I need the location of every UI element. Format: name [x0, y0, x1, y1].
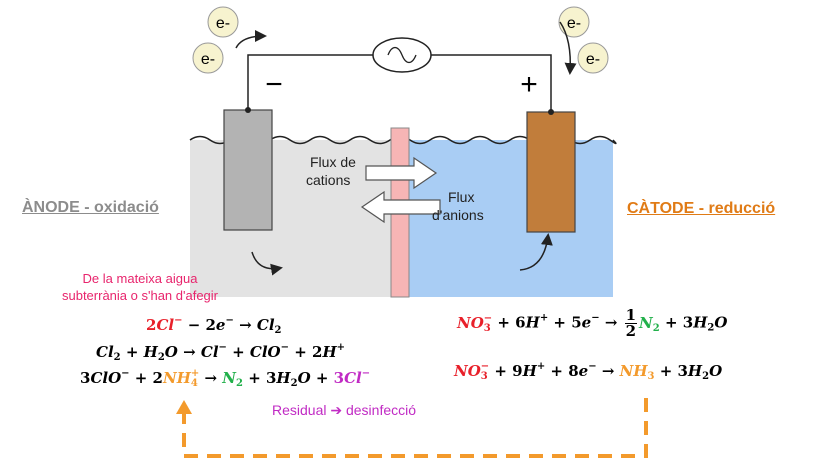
cathode-equation-2: NO−3 + 9H+ + 8e− → NH3 + 3H2O	[454, 361, 723, 382]
product-flow-arrow	[519, 233, 553, 271]
electron-icon: e-	[577, 42, 609, 74]
anode-equation-1: 2Cl− − 2e− → Cl2	[146, 315, 282, 336]
svg-text:e-: e-	[567, 15, 581, 32]
plus-sign: +	[520, 68, 538, 101]
anode-note: De la mateixa aigua subterrània o s'han …	[61, 271, 218, 303]
minus-sign: −	[265, 68, 283, 101]
anode-equation-3: 3ClO− + 2NH+4 → N2 + 3H2O + 3Cl−	[80, 368, 371, 389]
cathode-electrode	[526, 111, 576, 233]
anode-equation-2: Cl2 + H2O → Cl− + ClO− + 2H+	[96, 342, 346, 363]
electron-flow-arrow	[559, 21, 577, 75]
cathode-heading: CÀTODE - reducció	[627, 200, 776, 217]
electron-flow-arrow	[235, 30, 267, 49]
anion-flow-label: Flux d'anions	[432, 189, 484, 223]
electron-icon: e-	[558, 6, 590, 38]
svg-text:e-: e-	[586, 51, 600, 68]
anion-flow-arrow	[360, 190, 441, 224]
cation-flow-arrow	[365, 156, 438, 190]
circuit-wire	[247, 54, 373, 110]
recirculation-arrowhead	[176, 400, 192, 414]
electron-icon: e-	[207, 6, 239, 38]
residual-note: Residual ➔ desinfecció	[272, 402, 417, 418]
electron-icon: e-	[192, 42, 224, 74]
recirculation-dashed-arrow	[182, 398, 648, 458]
circuit-wire-right	[431, 54, 552, 112]
product-flow-arrow	[251, 251, 283, 276]
svg-text:e-: e-	[216, 15, 230, 32]
anode-electrode	[223, 109, 273, 231]
svg-text:e-: e-	[201, 51, 215, 68]
anode-heading: ÀNODE - oxidació	[22, 199, 159, 216]
cathode-compartment-water	[400, 140, 613, 297]
cation-flow-label: Flux de cations	[306, 154, 360, 188]
